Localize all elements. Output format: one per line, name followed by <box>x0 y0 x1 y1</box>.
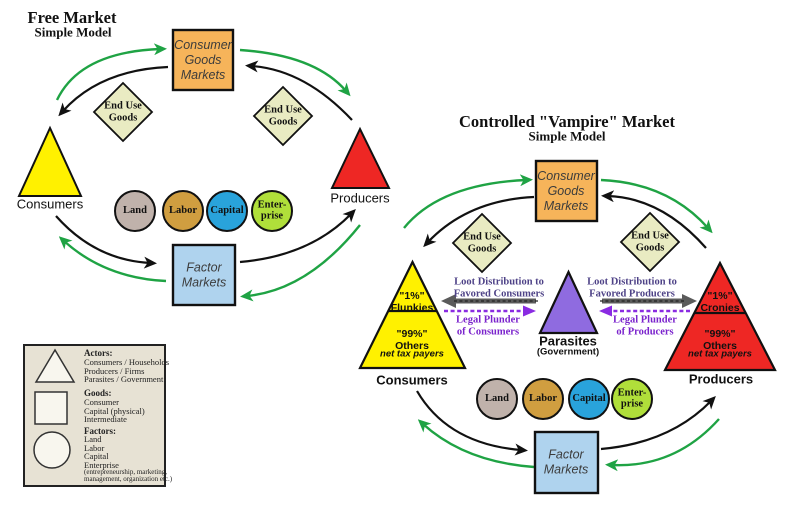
fm-end-use-goods-right-label: End Use Goods <box>264 104 302 127</box>
fm-consumer-goods-box <box>171 28 235 92</box>
vm-enterprise-circle <box>611 378 653 420</box>
vm-black-arrow-cgm-to-consumers <box>423 195 535 248</box>
vm-black-arrow-consumers-to-fm <box>416 390 528 456</box>
vm-loot-to-producers-text: Loot Distribution to Favored Producers <box>587 276 677 299</box>
vm-producers-triangle-bottom-text: "99%" Others <box>703 327 737 352</box>
vm-green-arrow-consumers-to-cgm <box>403 174 533 229</box>
vm-consumers-triangle <box>358 259 467 370</box>
vm-factor-markets-box <box>533 430 600 495</box>
vm-green-arrow-fm-to-consumers <box>417 419 535 469</box>
vm-government-label: (Government) <box>536 346 600 358</box>
vm-black-arrow-producers-to-cgm <box>601 190 707 249</box>
vm-producers-triangle-top-text: "1%" Cronies <box>700 289 740 314</box>
vm-consumers-label: Consumers <box>376 372 448 388</box>
vm-consumer-goods-box <box>534 159 599 223</box>
vm-capital-label: Capital <box>572 392 606 404</box>
vm-green-arrow-cgm-to-producers <box>600 178 713 234</box>
fm-end-use-goods-diamond-left <box>92 81 154 143</box>
vm-consumers-triangle-top-text: "1%" Flunkies <box>390 289 434 314</box>
fm-factor-markets-label: Factor Markets <box>181 260 227 289</box>
fm-enterprise-circle <box>251 190 293 232</box>
fm-labor-label: Labor <box>168 204 198 216</box>
vm-consumer-goods-label: Consumer Goods Markets <box>537 168 595 213</box>
vm-title: Controlled "Vampire" Market <box>459 111 675 131</box>
vm-land-circle <box>476 378 518 420</box>
fm-capital-label: Capital <box>210 204 244 216</box>
fm-labor-circle <box>162 190 204 232</box>
legend-actors-header: Actors: <box>84 348 113 358</box>
fm-black-arrow-cgm-to-consumers <box>58 65 169 117</box>
fm-producers-triangle <box>330 126 391 189</box>
vm-end-use-goods-diamond-right <box>619 211 681 273</box>
vm-enterprise-label: Enter- prise <box>617 387 647 409</box>
legend-triangle-icon <box>34 348 76 383</box>
vm-end-use-goods-left-label: End Use Goods <box>463 231 501 254</box>
vm-producers-label: Producers <box>688 371 754 387</box>
fm-consumers-triangle <box>17 125 83 197</box>
fm-consumers-label: Consumers <box>16 196 84 212</box>
fm-enterprise-label: Enter- prise <box>257 199 287 221</box>
vm-parasites-label: Parasites <box>539 333 597 349</box>
fm-green-arrow-cgm-to-producers <box>239 48 351 97</box>
fm-black-arrow-producers-to-cgm <box>245 60 353 121</box>
legend-factors-note: (entrepreneurship, marketing, management… <box>84 468 173 484</box>
vm-loot-to-consumers-text: Loot Distribution to Favored Consumers <box>453 276 545 299</box>
fm-green-arrow-consumers-to-cgm <box>55 43 167 101</box>
vm-land-label: Land <box>485 392 509 404</box>
fm-capital-circle <box>206 190 248 232</box>
fm-factor-markets-box <box>171 243 237 307</box>
fm-end-use-goods-left-label: End Use Goods <box>104 100 142 123</box>
legend-square-icon <box>34 391 68 425</box>
legend-goods-header: Goods: <box>84 388 112 398</box>
fm-land-circle <box>114 190 156 232</box>
vm-factor-markets-label: Factor Markets <box>543 447 589 476</box>
fm-consumer-goods-label: Consumer Goods Markets <box>174 37 232 82</box>
legend-goods-items: Consumer Capital (physical) Intermediate <box>84 397 145 424</box>
fm-producers-label: Producers <box>330 190 390 206</box>
fm-green-arrow-producers-to-fm <box>240 224 361 302</box>
fm-black-arrow-fm-to-producers <box>239 208 356 264</box>
vm-consumers-triangle-note: net tax payers <box>380 348 444 360</box>
vm-labor-label: Labor <box>528 392 558 404</box>
fm-title: Free Market <box>27 7 117 27</box>
vm-black-arrow-fm-to-producers <box>600 395 716 451</box>
legend-actors-items: Consumers / Households Producers / Firms… <box>84 357 169 384</box>
fm-subtitle: Simple Model <box>34 24 112 40</box>
vm-plunder-of-consumers-text: Legal Plunder of Consumers <box>456 314 520 337</box>
vm-consumers-triangle-bottom-text: "99%" Others <box>395 327 429 352</box>
fm-land-label: Land <box>123 204 147 216</box>
vm-capital-circle <box>568 378 610 420</box>
vm-end-use-goods-right-label: End Use Goods <box>631 230 669 253</box>
fm-black-arrow-consumers-to-fm <box>55 215 157 269</box>
vm-green-arrow-producers-to-fm <box>605 418 720 472</box>
vm-plunder-of-producers-text: Legal Plunder of Producers <box>613 314 677 337</box>
vm-labor-circle <box>522 378 564 420</box>
vm-parasites-triangle <box>538 269 599 335</box>
vm-end-use-goods-diamond-left <box>451 212 513 274</box>
fm-end-use-goods-diamond-right <box>252 85 314 147</box>
vm-producers-triangle-note: net tax payers <box>688 348 752 360</box>
vm-subtitle: Simple Model <box>528 128 606 144</box>
fm-green-arrow-fm-to-consumers <box>58 236 167 283</box>
vm-producers-triangle <box>663 260 777 372</box>
legend-factors-header: Factors: <box>84 426 116 436</box>
legend-factors-items: Land Labor Capital Enterprise <box>84 434 119 470</box>
legend-circle-icon <box>33 431 71 469</box>
